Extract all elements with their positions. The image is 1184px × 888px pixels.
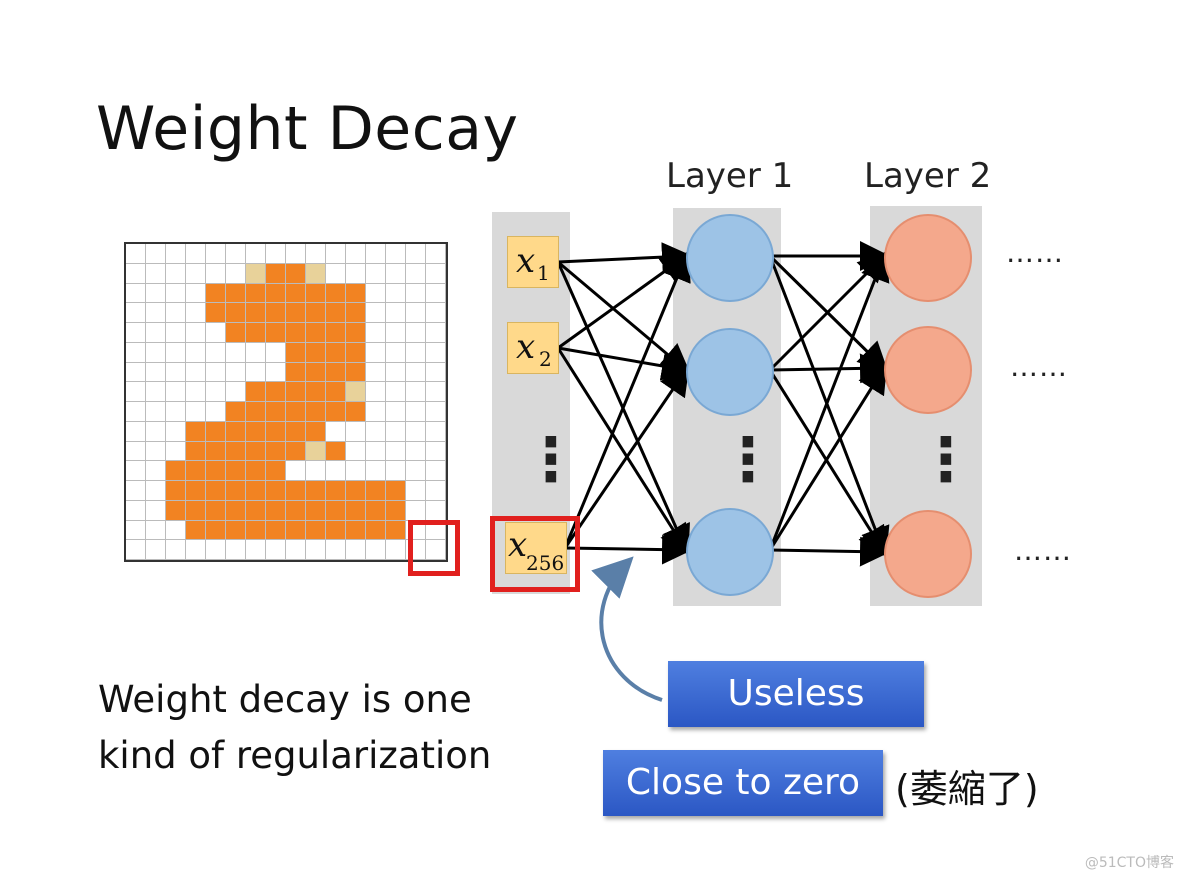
layer2-node-2 xyxy=(884,326,972,414)
input-x1-sub: 1 xyxy=(537,261,550,285)
input-x256-sub: 256 xyxy=(526,551,565,575)
input-x2-var: x xyxy=(516,327,536,367)
layer1-node-1 xyxy=(686,214,774,302)
useless-button: Useless xyxy=(668,661,924,727)
input-x2: x 2 xyxy=(507,322,559,374)
layer1-node-3 xyxy=(686,508,774,596)
layer1-label: Layer 1 xyxy=(666,156,794,196)
curved-arrow-icon xyxy=(591,556,663,702)
caption: Weight decay is one kind of regularizati… xyxy=(98,672,491,784)
input-vdots: ⋮ xyxy=(521,430,581,490)
layer2-vdots: ⋮ xyxy=(916,430,976,490)
layer2-label: Layer 2 xyxy=(864,156,992,196)
highlight-x256-box xyxy=(490,516,580,592)
input-x1: x 1 xyxy=(507,236,559,288)
highlight-pixel-box xyxy=(408,520,460,576)
layer2-node-3 xyxy=(884,510,972,598)
hdots-3: …… xyxy=(1014,534,1072,567)
digit-image xyxy=(124,242,448,562)
caption-line-2: kind of regularization xyxy=(98,734,492,777)
caption-line-1: Weight decay is one xyxy=(98,678,472,721)
input-x256-var: x xyxy=(508,525,528,565)
annotation-cjk: (萎縮了) xyxy=(895,767,1039,811)
hdots-2: …… xyxy=(1010,350,1068,383)
layer1-vdots: ⋮ xyxy=(718,430,778,490)
close-to-zero-button: Close to zero xyxy=(603,750,883,816)
input-x2-sub: 2 xyxy=(539,347,552,371)
watermark: @51CTO博客 xyxy=(1084,855,1174,871)
input-x1-var: x xyxy=(516,241,536,281)
input-x256: x 256 xyxy=(505,522,567,575)
hdots-1: …… xyxy=(1006,236,1064,269)
layer1-node-2 xyxy=(686,328,774,416)
layer2-node-1 xyxy=(884,214,972,302)
slide-title: Weight Decay xyxy=(96,94,519,164)
